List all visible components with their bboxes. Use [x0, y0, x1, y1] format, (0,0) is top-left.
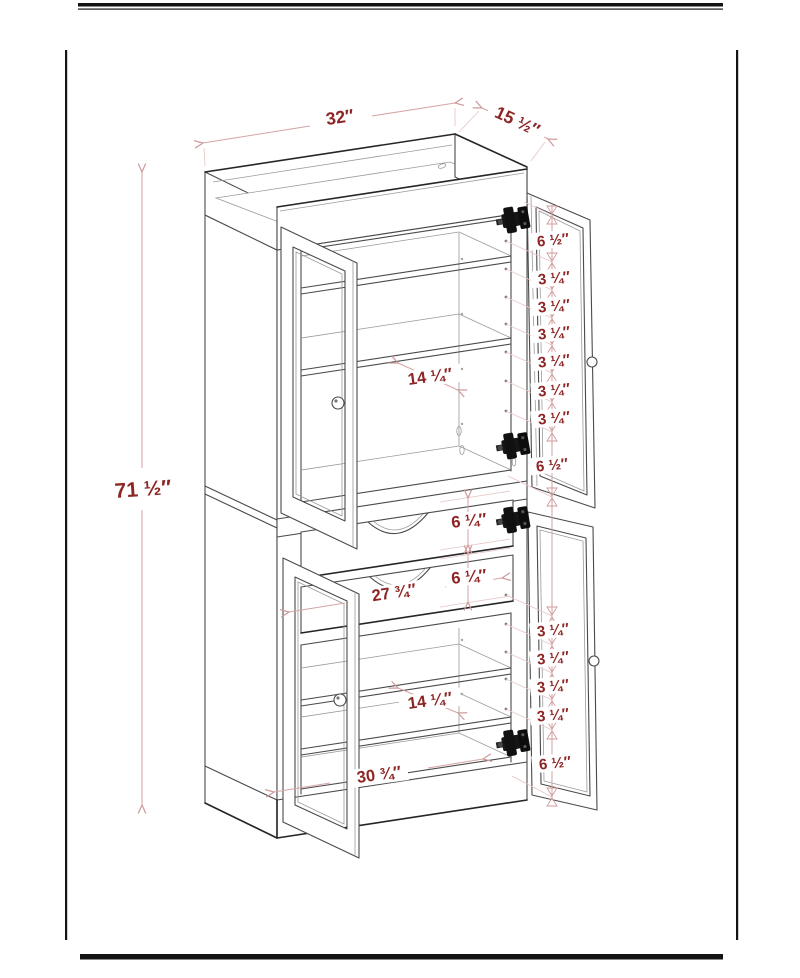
dimension-annotations: 32″ 15 ½″ 71 ½″ 6 ½″ 3 ¼″ 3 ¼″ 3 ¼″ 3 — [108, 97, 579, 814]
svg-text:3 ¼″: 3 ¼″ — [536, 648, 570, 668]
dim-label-width-top: 32″ — [311, 102, 369, 132]
svg-text:3 ¼″: 3 ¼″ — [537, 351, 571, 371]
svg-text:3 ¼″: 3 ¼″ — [537, 268, 571, 288]
left-side-panel — [204, 214, 278, 839]
svg-text:3 ¼″: 3 ¼″ — [537, 323, 571, 343]
dim-label-drawer-height-2: 6 ¼″ — [444, 565, 494, 588]
dim-label-upper-spacing-3: 3 ¼″ — [530, 321, 578, 344]
door-knob — [588, 655, 600, 667]
svg-text:3 ¼″: 3 ¼″ — [536, 676, 570, 696]
dim-label-upper-spacing-5: 3 ¼″ — [530, 378, 578, 401]
upper-shelf-1 — [301, 231, 511, 295]
dim-label-upper-spacing-6: 3 ¼″ — [530, 406, 578, 429]
dim-label-lower-spacing-4: 6 ½″ — [531, 751, 579, 774]
dim-label-drawer-height-1: 6 ¼″ — [444, 509, 494, 532]
svg-text:6 ¼″: 6 ¼″ — [450, 510, 487, 532]
svg-text:71 ½″: 71 ½″ — [114, 476, 172, 503]
hinge-hardware — [494, 206, 532, 759]
frame-top-bar — [78, 3, 723, 7]
dim-label-depth-top: 15 ½″ — [485, 98, 550, 144]
door-knob — [586, 356, 598, 368]
dim-label-upper-spacing-4: 3 ¼″ — [530, 349, 578, 372]
dim-label-lower-spacing-3: 3 ¼″ — [529, 703, 577, 726]
svg-text:3 ¼″: 3 ¼″ — [536, 620, 570, 640]
frame-bottom-bar — [80, 954, 723, 960]
svg-text:6 ¼″: 6 ¼″ — [450, 566, 487, 588]
extension-lines — [203, 108, 553, 798]
cam-hole — [459, 445, 465, 455]
right-door-lower — [527, 511, 600, 811]
door-knob — [333, 693, 347, 707]
svg-text:3 ¼″: 3 ¼″ — [537, 380, 571, 400]
dim-label-lower-spacing-0: 3 ¼″ — [529, 618, 577, 641]
cam-hole — [456, 426, 462, 436]
svg-text:6 ½″: 6 ½″ — [536, 230, 570, 250]
frame-right-line — [736, 50, 739, 940]
door-knob — [331, 396, 345, 410]
dim-label-lower-spacing-2: 3 ¼″ — [529, 674, 577, 697]
svg-text:32″: 32″ — [325, 105, 356, 129]
frame-left-line — [65, 50, 68, 940]
left-door-upper — [280, 226, 358, 550]
svg-text:15 ½″: 15 ½″ — [492, 102, 544, 140]
dim-label-upper-spacing-0: 6 ½″ — [529, 228, 577, 251]
page-frame — [65, 3, 739, 960]
dim-label-lower-spacing-1: 3 ¼″ — [529, 646, 577, 669]
svg-text:6 ½″: 6 ½″ — [538, 753, 572, 773]
dim-label-upper-spacing-7: 6 ½″ — [528, 453, 576, 476]
left-door-lower — [282, 557, 360, 859]
dim-label-upper-spacing-1: 3 ¼″ — [530, 266, 578, 289]
svg-text:3 ¼″: 3 ¼″ — [537, 296, 571, 316]
svg-text:3 ¼″: 3 ¼″ — [536, 705, 570, 725]
tray-vent-hole — [437, 163, 447, 169]
dim-label-upper-spacing-2: 3 ¼″ — [530, 294, 578, 317]
dim-label-height-total: 71 ½″ — [108, 473, 178, 503]
svg-text:6 ½″: 6 ½″ — [535, 455, 569, 475]
svg-text:3 ¼″: 3 ¼″ — [537, 408, 571, 428]
frame-top-bar-thin — [78, 8, 723, 10]
